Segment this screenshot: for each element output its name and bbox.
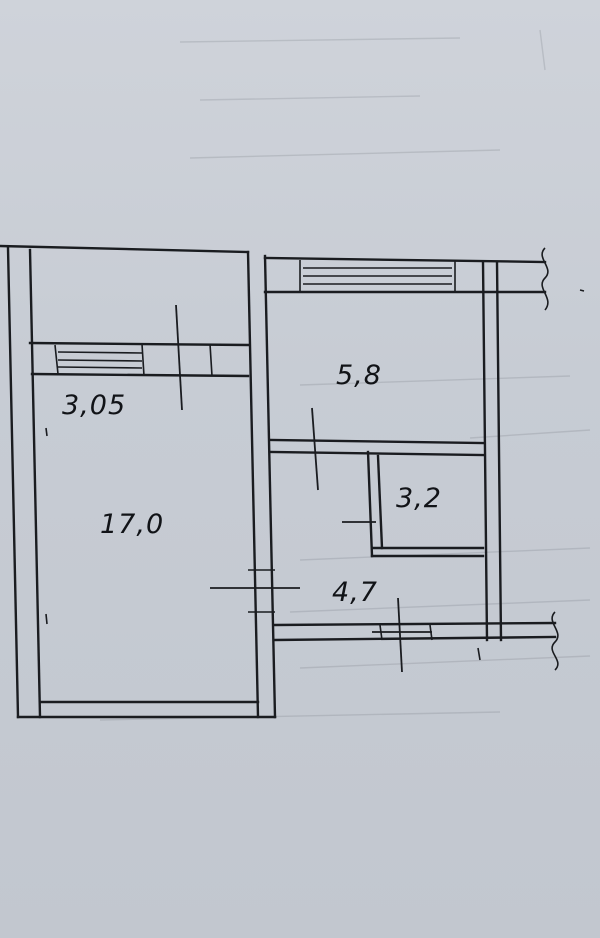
- room-area-bath: 3,2: [396, 483, 442, 514]
- stray-marks: [45, 289, 585, 625]
- room-area-kitchen: 5,8: [336, 360, 382, 391]
- room-window: [28, 304, 250, 411]
- kitchen-window: [299, 260, 456, 292]
- bathroom-walls: [268, 407, 485, 558]
- bleed-through-marks: [99, 29, 591, 721]
- partition-openings: [210, 569, 481, 673]
- room-area-main: 17,0: [100, 509, 164, 540]
- outer-walls: [0, 244, 559, 719]
- window-width-label: 3,05: [62, 390, 126, 421]
- room-area-hall: 4,7: [332, 577, 378, 608]
